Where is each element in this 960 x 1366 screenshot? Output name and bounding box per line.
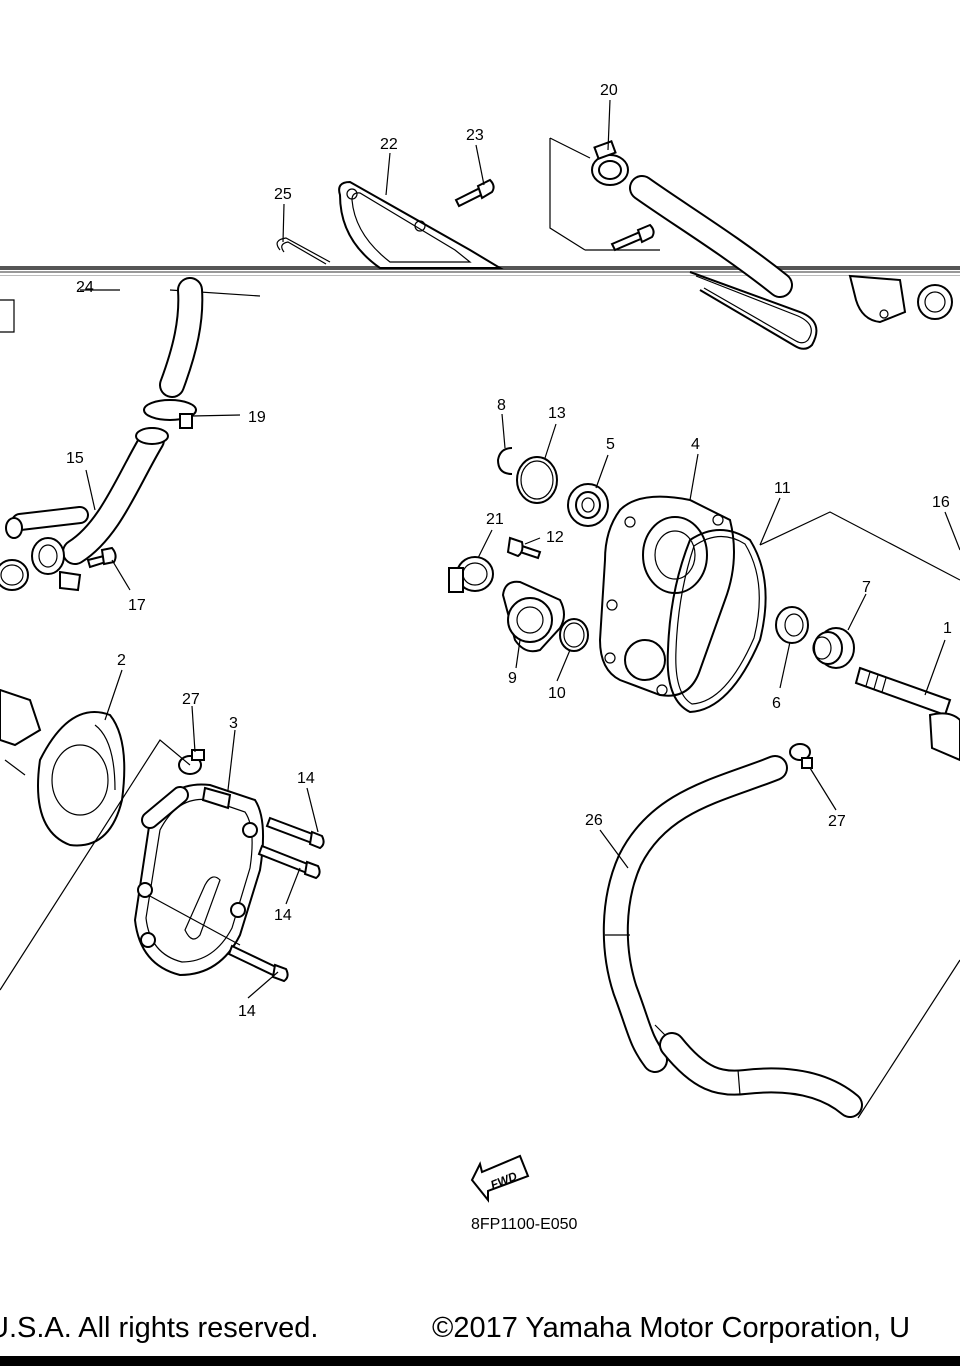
gasket-right xyxy=(689,271,818,350)
shaft-1 xyxy=(854,666,960,762)
callout-label: 20 xyxy=(600,82,618,99)
bearing-5 xyxy=(567,483,609,527)
oil-seal-6 xyxy=(775,606,809,644)
callout-label: 24 xyxy=(76,279,94,296)
callout-label: 17 xyxy=(128,597,146,614)
callout-label: 10 xyxy=(548,685,566,702)
callout-label: 21 xyxy=(486,511,504,528)
thermo-housing-right xyxy=(848,274,953,324)
callout-label: 1 xyxy=(943,620,952,637)
impeller-left xyxy=(0,688,42,776)
footer-copyright: ©2017 Yamaha Motor Corporation, U xyxy=(432,1312,911,1344)
callout-label: 14 xyxy=(297,770,315,787)
o-ring-10 xyxy=(559,618,589,652)
parts-diagram: 20 22 23 25 24 19 15 17 8 13 5 4 11 16 2… xyxy=(0,82,960,1233)
o-ring-left xyxy=(0,559,29,591)
callout-label: 11 xyxy=(774,480,791,497)
callout-label: 16 xyxy=(932,494,950,511)
clamp-21 xyxy=(448,556,494,593)
diagram-code: 8FP1100-E050 xyxy=(471,1216,578,1233)
cover-3 xyxy=(133,783,264,977)
clip-27-left xyxy=(178,749,205,775)
callout-label: 23 xyxy=(466,127,484,144)
bolts-14 xyxy=(227,816,325,983)
outlet-9 xyxy=(501,580,565,653)
gasket-25 xyxy=(276,237,331,265)
callout-label: 14 xyxy=(238,1003,256,1020)
gasket-11 xyxy=(666,529,767,714)
bolt-upper xyxy=(610,223,655,252)
left-edge-parts xyxy=(0,289,261,333)
bolt-12 xyxy=(506,536,542,560)
copyright-footer: U.S.A. All rights reserved. ©2017 Yamaha… xyxy=(0,1312,960,1356)
housing-4 xyxy=(598,495,735,697)
callout-label: 3 xyxy=(229,715,238,732)
footer-band xyxy=(0,1356,960,1366)
callout-label: 2 xyxy=(117,652,126,669)
callout-label: 22 xyxy=(380,136,398,153)
callout-label: 25 xyxy=(274,186,292,203)
cover-22 xyxy=(338,180,504,269)
callout-label: 12 xyxy=(546,529,564,546)
fwd-arrow-icon: FWD xyxy=(470,1154,530,1203)
hose-19 xyxy=(143,277,204,429)
circlip-8 xyxy=(496,447,513,475)
seal-7 xyxy=(812,627,855,669)
clip-27-right xyxy=(789,743,813,769)
hose-26 xyxy=(602,755,863,1118)
callout-label: 14 xyxy=(274,907,292,924)
o-ring-13 xyxy=(516,456,558,504)
callout-label: 6 xyxy=(772,695,781,712)
callout-labels: 20 22 23 25 24 19 15 17 8 13 5 4 11 16 2… xyxy=(66,82,952,1020)
callout-label: 5 xyxy=(606,436,615,453)
bolt-23 xyxy=(454,178,495,208)
leader-lines-11-16 xyxy=(759,511,960,581)
callout-label: 15 xyxy=(66,450,84,467)
callout-label: 26 xyxy=(585,812,603,829)
callout-label: 19 xyxy=(248,409,266,426)
callout-label: 4 xyxy=(691,436,700,453)
callout-label: 13 xyxy=(548,405,566,422)
leader-lines-left xyxy=(0,739,241,991)
top-hose-20 xyxy=(549,137,793,298)
callout-label: 7 xyxy=(862,579,871,596)
callout-label: 27 xyxy=(182,691,200,708)
callout-label: 8 xyxy=(497,397,506,414)
leader-lines-right xyxy=(857,959,960,1119)
callout-label: 27 xyxy=(828,813,846,830)
footer-rights: U.S.A. All rights reserved. xyxy=(0,1312,319,1344)
callout-label: 9 xyxy=(508,670,517,687)
plate-2 xyxy=(37,711,126,847)
pipe-15 xyxy=(5,427,169,592)
callout-leaders xyxy=(85,99,960,999)
